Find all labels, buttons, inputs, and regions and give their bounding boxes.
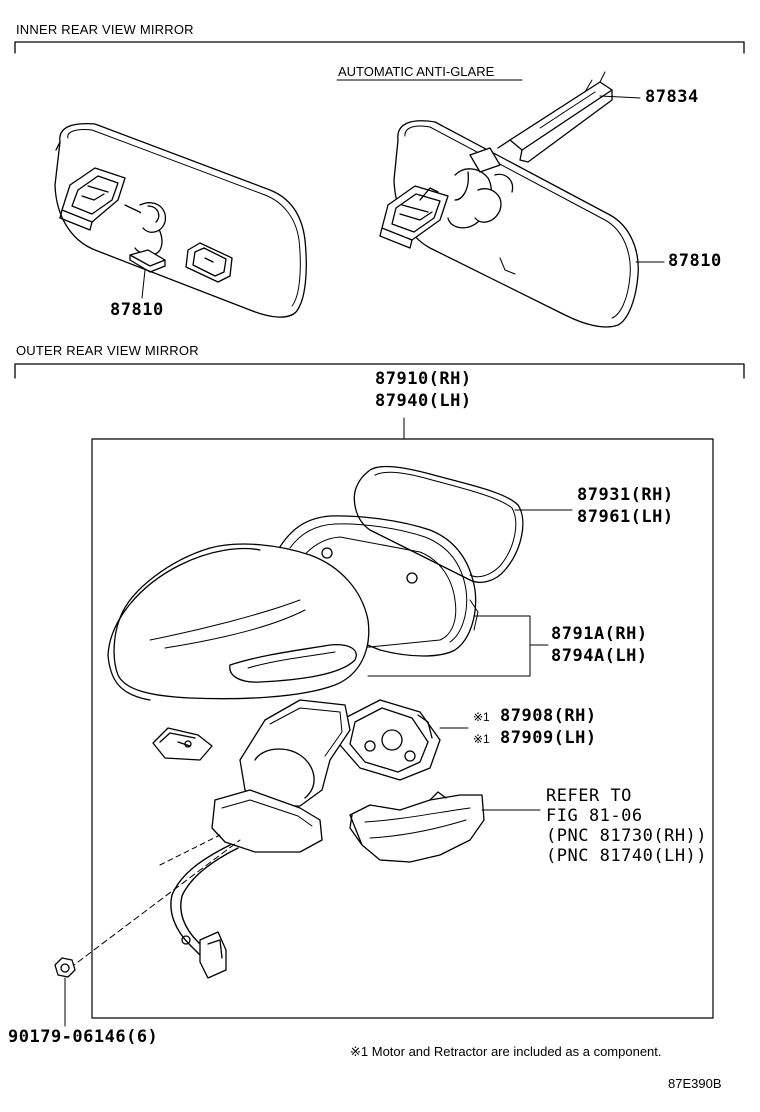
auto-anti-glare-label: AUTOMATIC ANTI-GLARE [338, 64, 495, 79]
inner-section-bracket [14, 41, 745, 54]
refer-line-2[interactable]: FIG 81-06 [546, 806, 643, 826]
part-87810-left[interactable]: 87810 [110, 300, 164, 320]
mirror-cover-drawing [107, 543, 370, 701]
part-87810-right[interactable]: 87810 [668, 251, 722, 271]
nut-drawing [54, 957, 76, 978]
part-87834[interactable]: 87834 [645, 87, 699, 107]
part-87910-rh[interactable]: 87910(RH) [375, 369, 472, 389]
mirror-frame-drawing [277, 515, 479, 657]
part-87909-lh[interactable]: 87909(LH) [500, 728, 597, 748]
mirror-motor-drawing [339, 699, 441, 781]
motor-note-mark-lh: ※1 [473, 732, 490, 746]
motor-note-mark-rh: ※1 [473, 710, 490, 724]
part-87961-lh[interactable]: 87961(LH) [577, 507, 674, 527]
wire-harness-drawing [170, 844, 239, 979]
footnote: ※1 Motor and Retractor are included as a… [350, 1044, 662, 1059]
part-87931-rh[interactable]: 87931(RH) [577, 485, 674, 505]
part-8794a-lh[interactable]: 8794A(LH) [551, 646, 648, 666]
part-87940-lh[interactable]: 87940(LH) [375, 391, 472, 411]
figure-code: 87E390B [668, 1076, 722, 1091]
turn-signal-drawing [349, 791, 485, 863]
inner-section-title: INNER REAR VIEW MIRROR [16, 22, 194, 37]
mirror-glass-drawing [353, 465, 524, 583]
outer-section-title: OUTER REAR VIEW MIRROR [16, 343, 199, 358]
inner-mirror-standard-drawing [54, 122, 307, 318]
refer-line-3[interactable]: (PNC 81730(RH)) [546, 826, 708, 846]
outer-section-bracket [14, 363, 745, 379]
refer-line-4[interactable]: (PNC 81740(LH)) [546, 846, 708, 866]
leader-87834 [599, 95, 641, 99]
refer-line-1: REFER TO [546, 786, 632, 806]
stud-dashed-line [159, 834, 221, 866]
part-90179-06146[interactable]: 90179-06146(6) [8, 1027, 159, 1047]
mirror-clip-drawing [152, 727, 213, 761]
leader-cover-bracket [367, 615, 531, 677]
mirror-base-drawing [211, 699, 351, 853]
nut-dashed-line [69, 839, 241, 969]
inner-mirror-auto-drawing [379, 71, 639, 328]
outer-assembly-box [91, 438, 714, 1019]
part-8791a-rh[interactable]: 8791A(RH) [551, 624, 648, 644]
part-87908-rh[interactable]: 87908(RH) [500, 706, 597, 726]
